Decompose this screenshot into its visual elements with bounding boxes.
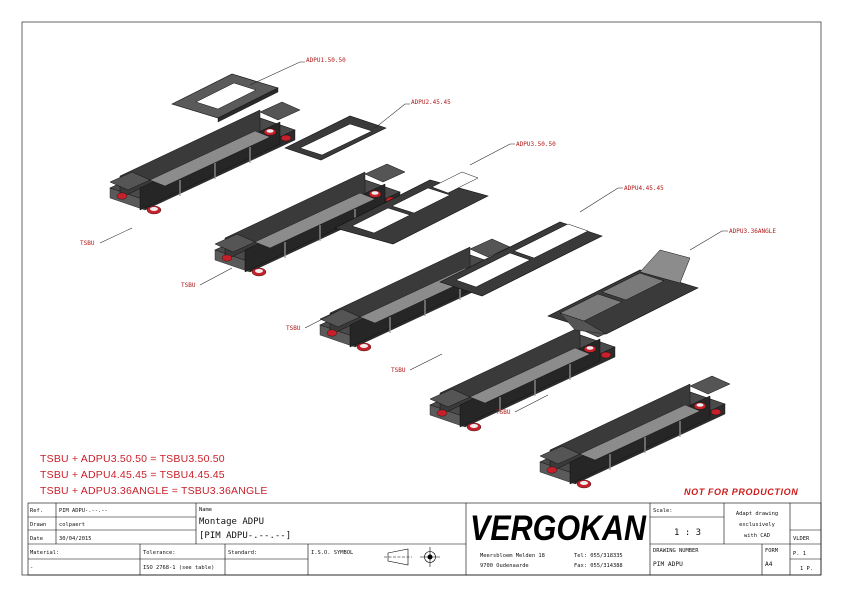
form-value: A4 [765, 561, 773, 568]
tolerance-label: Tolerance: [143, 550, 175, 556]
formula-2: TSBU + ADPU4.45.45 = TSBU4.45.45 [40, 469, 225, 481]
callout-adpu5: ADPU3.36ANGLE [729, 228, 776, 235]
material-value: - [30, 565, 33, 571]
iso-projection-icon [384, 547, 440, 567]
form-label: FORM [765, 548, 779, 554]
adapt-line-3: with CAD [744, 533, 770, 539]
fax: Fax: 055/314388 [574, 563, 623, 569]
adapt-line-1: Adapt drawing [736, 511, 778, 517]
drawn-value: colpaert [59, 522, 85, 528]
page-current: P. 1 [793, 551, 806, 557]
drawn-label: Drawn [30, 522, 46, 528]
not-for-production-stamp: NOT FOR PRODUCTION [684, 487, 798, 497]
part-5-assembly [539, 249, 731, 489]
formula-3: TSBU + ADPU3.36ANGLE = TSBU3.36ANGLE [40, 485, 268, 497]
address-line-1: Meersbloem Melden 18 [480, 553, 545, 559]
name-label: Name [199, 507, 212, 513]
date-label: Date [30, 536, 43, 542]
vlder-label: VLDER [793, 536, 810, 542]
page-total: 1 P. [800, 566, 813, 572]
ref-value: PIM ADPU-.--.-- [59, 508, 108, 514]
part-2-assembly [214, 115, 406, 277]
callout-tsbu-5: TSBU [496, 409, 511, 416]
leader-lines [99, 61, 728, 413]
callout-adpu1: ADPU1.50.50 [306, 57, 346, 64]
name-line-2: [PIM ADPU-.--.--] [199, 531, 291, 541]
adapt-line-2: exclusively [739, 522, 775, 528]
callout-tsbu-4: TSBU [391, 367, 406, 374]
scale-value: 1 : 3 [674, 528, 701, 538]
company-logo: VERGOKAN [470, 509, 647, 548]
callout-adpu3: ADPU3.50.50 [516, 141, 556, 148]
scale-label: Scale: [653, 508, 672, 514]
name-line-1: Montage ADPU [199, 517, 264, 527]
address-line-2: 9700 Oudenaarde [480, 563, 529, 569]
callout-tsbu-2: TSBU [181, 282, 196, 289]
callout-tsbu-3: TSBU [286, 325, 301, 332]
ref-label: Ref. [30, 508, 43, 514]
title-block [27, 502, 822, 576]
part-4-assembly [429, 221, 621, 432]
callout-adpu4: ADPU4.45.45 [624, 185, 664, 192]
callout-adpu2: ADPU2.45.45 [411, 99, 451, 106]
standard-label: Standard: [228, 550, 257, 556]
formula-1: TSBU + ADPU3.50.50 = TSBU3.50.50 [40, 453, 225, 465]
iso-symbol-label: I.S.O. SYMBOL [311, 550, 353, 556]
drawing-number-label: DRAWING NUMBER [653, 548, 699, 554]
part-1-assembly [109, 73, 301, 215]
part-3-assembly [319, 171, 511, 352]
date-value: 30/04/2015 [59, 536, 91, 542]
tel: Tel: 055/318335 [574, 553, 623, 559]
callout-tsbu-1: TSBU [80, 240, 95, 247]
drawing-number-value: PIM ADPU [653, 561, 683, 568]
tolerance-value: ISO 2768-1 (see table) [143, 565, 214, 571]
material-label: Material: [30, 550, 59, 556]
